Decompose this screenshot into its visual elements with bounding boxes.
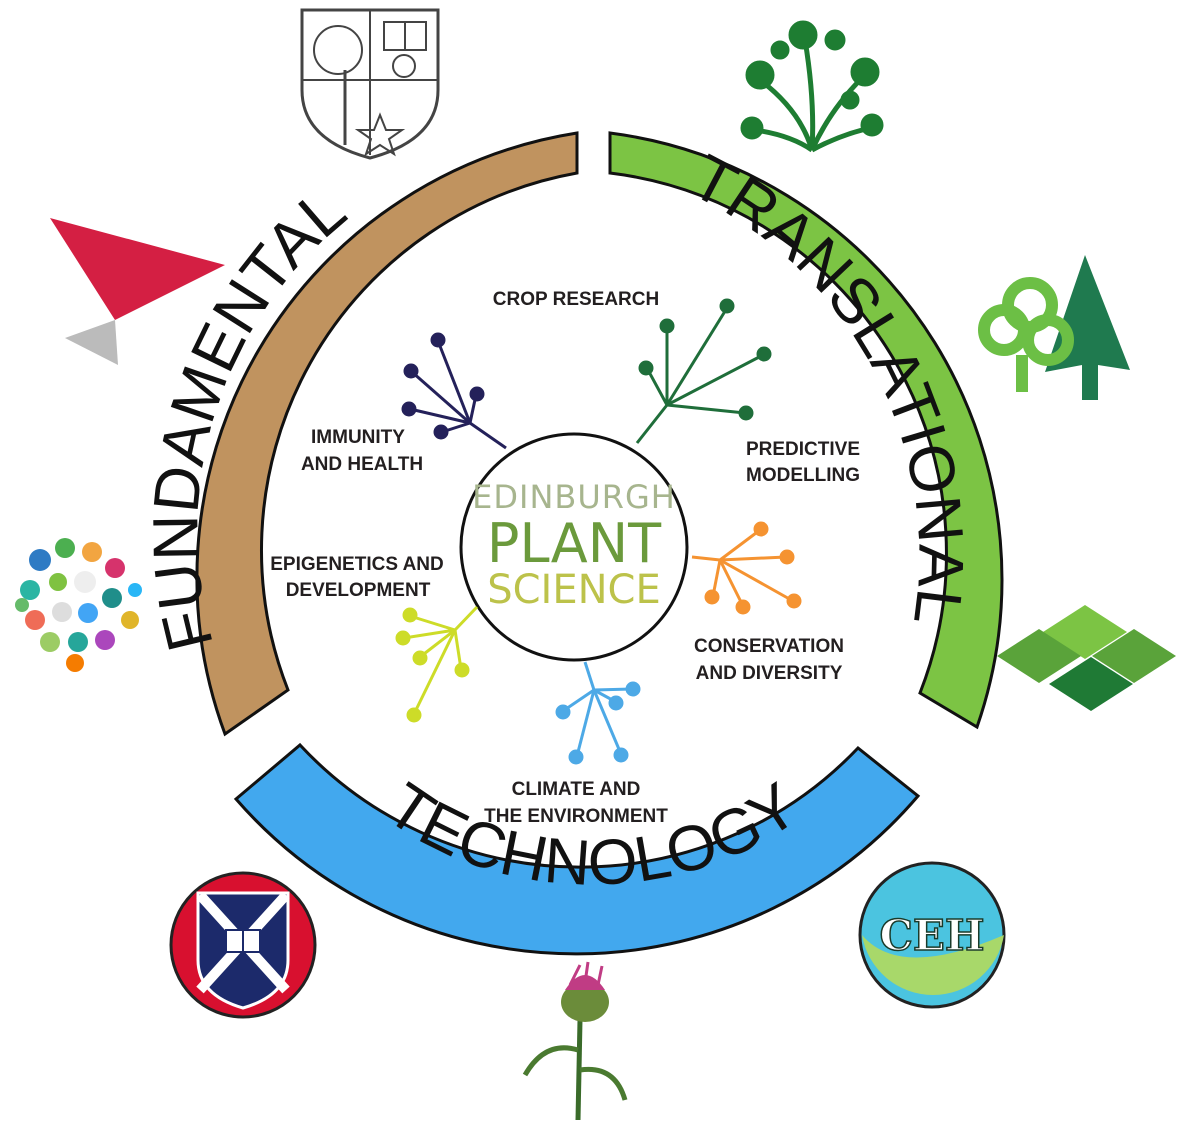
conservation-branch-icon [691, 521, 802, 615]
theme-climate-line2: THE ENVIRONMENT [484, 806, 668, 827]
theme-predictive-line1: PREDICTIVE [746, 439, 860, 460]
theme-immunity-line2: AND HEALTH [301, 454, 423, 475]
university-shield-logo-icon [300, 8, 440, 160]
center-circle [459, 432, 689, 662]
theme-predictive-line2: MODELLING [746, 465, 860, 486]
theme-epigenetics-line2: DEVELOPMENT [286, 580, 431, 601]
immunity-branch-icon [401, 332, 507, 450]
center-title-edinburgh: EDINBURGH [472, 478, 676, 516]
translational-band [608, 131, 1004, 730]
fundamental-band [195, 131, 579, 737]
ceh-logo-text: CEH [879, 911, 984, 960]
colorful-dots-logo-icon [3, 525, 147, 672]
theme-epigenetics-line1: EPIGENETICS AND [270, 554, 444, 575]
red-flag-logo-icon [50, 218, 225, 365]
crop-research-branch-icon [635, 298, 772, 444]
theme-conservation-line1: CONSERVATION [694, 636, 844, 657]
botanical-garden-logo-icon [740, 20, 884, 153]
center-title-science: SCIENCE [487, 567, 661, 613]
edinburgh-crest-logo-icon [169, 871, 317, 1019]
forestry-trees-logo-icon [978, 255, 1130, 400]
theme-conservation-line2: AND DIVERSITY [696, 663, 843, 684]
thistle-logo-icon [522, 961, 628, 1121]
epigenetics-branch-icon [395, 605, 479, 723]
theme-climate-line1: CLIMATE AND [512, 779, 641, 800]
green-diamonds-logo-icon [997, 605, 1176, 711]
climate-branch-icon [555, 661, 641, 765]
theme-immunity-line1: IMMUNITY [311, 427, 405, 448]
ceh-logo-icon: CEH [858, 861, 1006, 1009]
theme-crop-research: CROP RESEARCH [493, 289, 659, 310]
technology-band [233, 742, 921, 956]
center-title-plant: PLANT [487, 512, 662, 575]
